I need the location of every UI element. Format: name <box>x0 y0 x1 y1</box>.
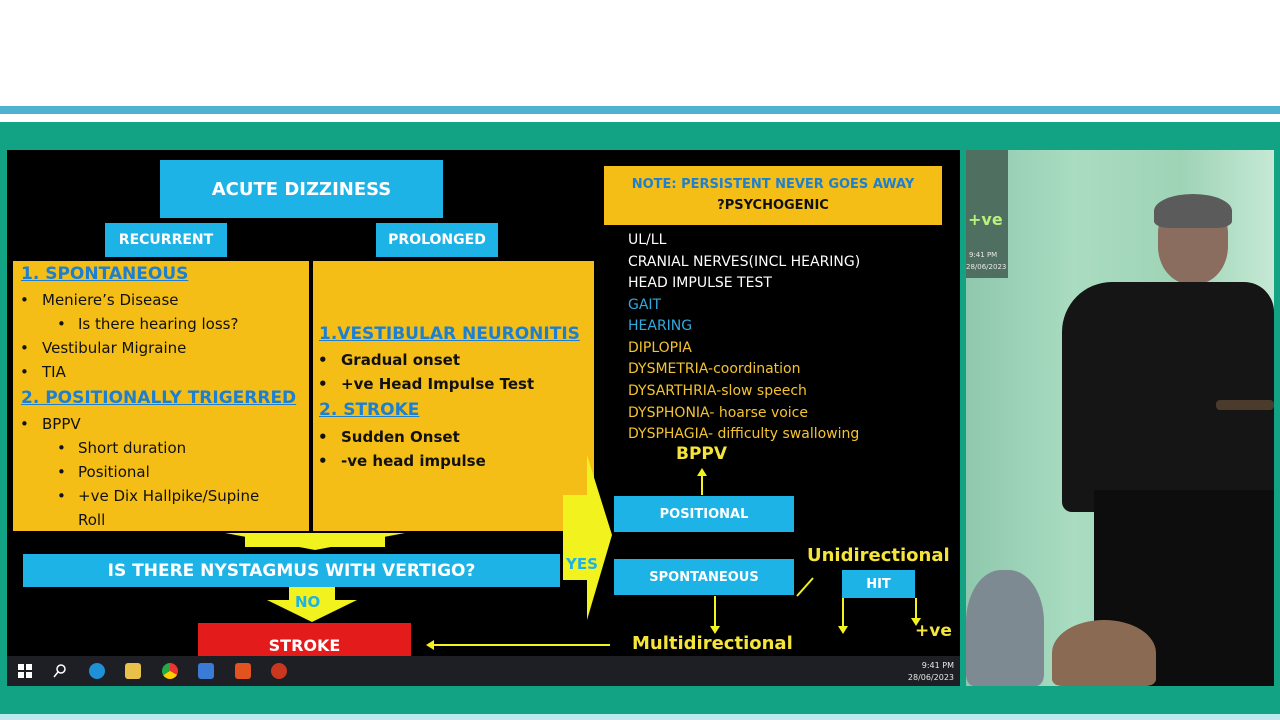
video-overlay-time: 9:41 PM <box>969 251 998 259</box>
video-overlay-panel <box>966 150 1008 278</box>
powerpoint-icon[interactable] <box>271 663 287 679</box>
list-item: BPPV <box>42 415 81 433</box>
no-arrow <box>267 600 357 622</box>
video-overlay-text: +ve <box>968 210 1003 229</box>
header-stripe <box>0 106 1280 114</box>
flowchart-arrows <box>225 455 921 650</box>
spontaneous-box: SPONTANEOUS <box>614 559 794 595</box>
exam-item: DYSMETRIA-coordination <box>628 361 801 377</box>
spontaneous-heading: 1. SPONTANEOUS <box>21 264 189 284</box>
arrow-head <box>426 640 434 650</box>
chrome-icon[interactable] <box>162 663 178 679</box>
audience-head <box>1052 620 1156 686</box>
vestibular-neuronitis-heading: 1.VESTIBULAR NEURONITIS <box>319 324 580 344</box>
recurrent-panel <box>13 261 309 531</box>
positive-label: +ve <box>915 621 952 641</box>
list-item: Sudden Onset <box>341 428 460 446</box>
bullet: • <box>20 363 29 381</box>
list-item: Positional <box>78 463 150 481</box>
exam-item: CRANIAL NERVES(INCL HEARING) <box>628 254 861 270</box>
bppv-label: BPPV <box>676 444 728 464</box>
bullet: • <box>57 439 66 457</box>
office-icon[interactable] <box>235 663 251 679</box>
bullet: • <box>57 463 66 481</box>
top-header-area <box>0 0 1280 106</box>
speaker-video: +ve 9:41 PM 28/06/2023 <box>966 150 1274 686</box>
edge-browser-icon[interactable] <box>89 663 105 679</box>
list-item: Gradual onset <box>341 351 460 369</box>
exam-item: UL/LL <box>628 232 667 248</box>
bullet: • <box>318 428 328 446</box>
positional-heading: 2. POSITIONALLY TRIGERRED <box>21 388 297 408</box>
speaker-hair <box>1154 194 1232 228</box>
note-line-2: ?PSYCHOGENIC <box>717 198 829 213</box>
slide: ACUTE DIZZINESS RECURRENT PROLONGED 1. S… <box>7 150 960 656</box>
prolonged-panel <box>313 261 594 531</box>
exam-item: DIPLOPIA <box>628 340 692 356</box>
exam-item: DYSARTHRIA-slow speech <box>628 383 807 399</box>
slide-title: ACUTE DIZZINESS <box>160 160 443 218</box>
list-item: -ve head impulse <box>341 452 486 470</box>
bullet: • <box>20 291 29 309</box>
bullet: • <box>57 315 66 333</box>
list-item: Short duration <box>78 439 187 457</box>
list-item: Vestibular Migraine <box>42 339 187 357</box>
header-stripe-light <box>0 114 1280 122</box>
yes-arrow <box>563 455 612 620</box>
stroke-box: STROKE <box>198 623 411 656</box>
yes-label: YES <box>566 555 598 573</box>
prolonged-label: PROLONGED <box>376 223 498 257</box>
audience-head <box>966 570 1044 686</box>
no-arrow-stem <box>289 587 335 605</box>
stroke-heading: 2. STROKE <box>319 400 420 420</box>
speaker-torso <box>1062 282 1274 512</box>
taskbar-time[interactable]: 9:41 PM <box>921 661 954 670</box>
arrow-head <box>911 618 921 626</box>
note-box <box>604 166 942 225</box>
multidirectional-label: Multidirectional <box>632 633 793 654</box>
taskbar-date[interactable]: 28/06/2023 <box>907 673 954 682</box>
unidirectional-label: Unidirectional <box>807 545 950 566</box>
bottom-stripe <box>0 714 1280 720</box>
list-item: +ve Head Impulse Test <box>341 375 535 393</box>
list-item: Is there hearing loss? <box>78 315 239 333</box>
bullet: • <box>20 415 29 433</box>
exam-item: DYSPHAGIA- difficulty swallowing <box>628 426 860 442</box>
bullet: • <box>318 351 328 369</box>
lectern <box>1216 400 1274 410</box>
list-item: TIA <box>42 363 66 381</box>
windows-start-icon[interactable] <box>17 663 33 679</box>
arrow-head <box>710 626 720 634</box>
video-overlay-date: 28/06/2023 <box>966 263 1007 271</box>
list-item: +ve Dix Hallpike/Supine <box>78 487 260 505</box>
exam-item: HEARING <box>628 318 693 334</box>
arrow-head <box>838 626 848 634</box>
arrow-line <box>796 577 814 597</box>
no-label: NO <box>295 593 321 611</box>
recurrent-label: RECURRENT <box>105 223 227 257</box>
nystagmus-question: IS THERE NYSTAGMUS WITH VERTIGO? <box>23 554 560 587</box>
search-icon[interactable] <box>52 663 68 679</box>
exam-item: HEAD IMPULSE TEST <box>628 275 772 291</box>
bullet: • <box>57 487 66 505</box>
bullet: • <box>318 452 328 470</box>
bullet: • <box>318 375 328 393</box>
exam-item: DYSPHONIA- hoarse voice <box>628 405 808 421</box>
store-icon[interactable] <box>198 663 214 679</box>
list-item: Roll <box>78 511 106 529</box>
list-item: Meniere’s Disease <box>42 291 179 309</box>
down-arrow-stem <box>245 533 385 547</box>
note-line-1: NOTE: PERSISTENT NEVER GOES AWAY <box>631 177 915 192</box>
positional-box: POSITIONAL <box>614 496 794 532</box>
file-explorer-icon[interactable] <box>125 663 141 679</box>
exam-item: GAIT <box>628 297 662 313</box>
arrow-head <box>697 468 707 476</box>
hit-box: HIT <box>842 570 915 598</box>
bullet: • <box>20 339 29 357</box>
taskbar: 9:41 PM 28/06/2023 <box>7 656 960 686</box>
